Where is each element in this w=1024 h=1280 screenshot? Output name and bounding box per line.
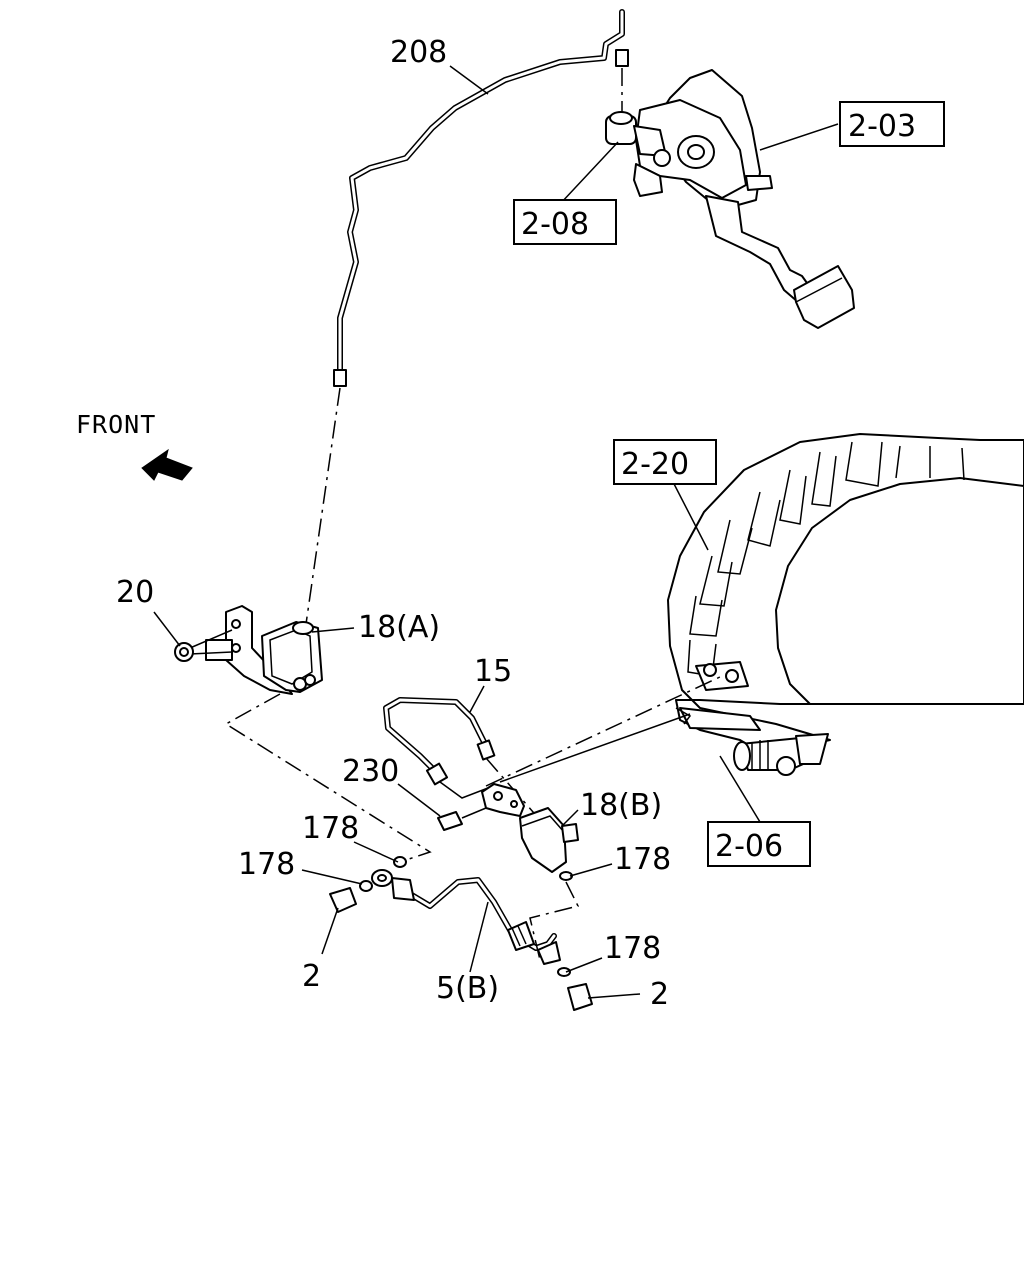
callout-2-right: 2 [650,977,669,1012]
callout-5b: 5(B) [436,971,499,1006]
ref-box-2-06-label: 2-06 [715,829,783,864]
ref-box-2-08[interactable]: 2-08 [513,199,617,245]
callout-178-d: 178 [604,931,661,966]
transmission-housing [485,433,1024,787]
ref-box-2-20-label: 2-20 [621,447,689,482]
front-label: FRONT [76,410,156,439]
callout-18b: 18(B) [580,788,662,823]
callout-178-c: 178 [614,842,671,877]
ref-box-2-03[interactable]: 2-03 [839,101,945,147]
leader-lines [153,65,839,999]
callout-208: 208 [390,35,447,70]
union-18b [519,807,567,873]
washer-178-right-bottom [557,967,571,977]
callouts: 208 20 18(A) 15 230 18(B) 178 178 178 17… [116,35,671,1012]
callout-20: 20 [116,575,154,610]
pedal-pad [793,265,855,329]
callout-230: 230 [342,754,399,789]
washer-178-left [359,880,373,892]
callout-178-a: 178 [302,811,359,846]
washer-178-top [393,856,407,868]
bolt-2-left [329,887,357,913]
slave-cylinder [733,733,829,776]
callout-18a: 18(A) [358,610,440,645]
callout-178-b: 178 [238,847,295,882]
bolt-2-right [567,983,593,1011]
pipe-208-upper-fitting [615,49,629,67]
reservoir-assembly [174,605,323,695]
ref-box-2-20[interactable]: 2-20 [613,439,717,485]
clutch-pedal-assembly [605,69,855,329]
ref-box-2-06[interactable]: 2-06 [707,821,811,867]
callout-2-left: 2 [302,959,321,994]
callout-15: 15 [474,654,512,689]
hose-5b-assembly [329,856,593,1011]
ref-box-2-08-label: 2-08 [521,207,589,242]
bolt-230 [437,811,463,831]
pipe-15 [383,697,541,821]
pipe-208 [305,9,629,625]
front-arrow-icon [141,448,193,481]
front-direction-indicator: FRONT [76,410,193,481]
pipe-208-lower-fitting [333,369,347,387]
union-18b-assembly [437,783,579,873]
ref-box-2-03-label: 2-03 [848,109,916,144]
